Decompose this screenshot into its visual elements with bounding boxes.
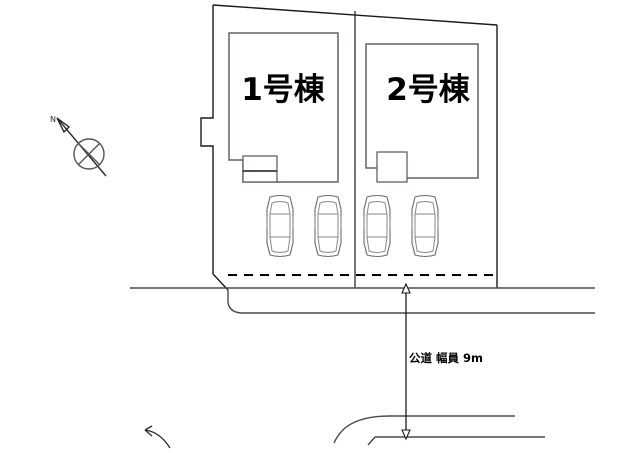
compass-icon: N	[50, 115, 107, 177]
car-top-view-icon	[363, 194, 391, 258]
road-upper-kerb	[227, 290, 595, 314]
road-left-curve-tip	[144, 425, 153, 437]
building-1[interactable]: 1号棟	[228, 32, 339, 183]
road-lower-kerb-curve	[333, 415, 391, 444]
compass-arrowhead	[56, 117, 71, 134]
car-top-view-icon	[411, 194, 439, 258]
building-1-porch	[242, 155, 278, 183]
car-top-view-icon	[266, 194, 294, 258]
dimension-arrow-bottom	[401, 429, 411, 441]
compass-north-label: N	[50, 115, 56, 124]
dimension-arrow-top	[401, 282, 411, 294]
boundary-left-edge	[200, 5, 229, 291]
building-1-label: 1号棟	[241, 72, 326, 108]
road-left-curve	[144, 429, 171, 449]
road-width-label: 公道 幅員 9m	[409, 351, 483, 365]
road-width-dimension: 公道 幅員 9m	[401, 282, 483, 441]
building-2-label: 2号棟	[386, 72, 471, 108]
compass-cross-2	[77, 142, 101, 166]
compass-ring	[73, 138, 105, 170]
public-road	[130, 287, 595, 449]
property-boundary	[200, 4, 498, 291]
road-lower-corner	[367, 436, 376, 446]
parking-area	[266, 194, 439, 258]
building-2-porch	[376, 151, 408, 183]
car-top-view-icon	[314, 194, 342, 258]
building-2[interactable]: 2号棟	[365, 43, 479, 183]
